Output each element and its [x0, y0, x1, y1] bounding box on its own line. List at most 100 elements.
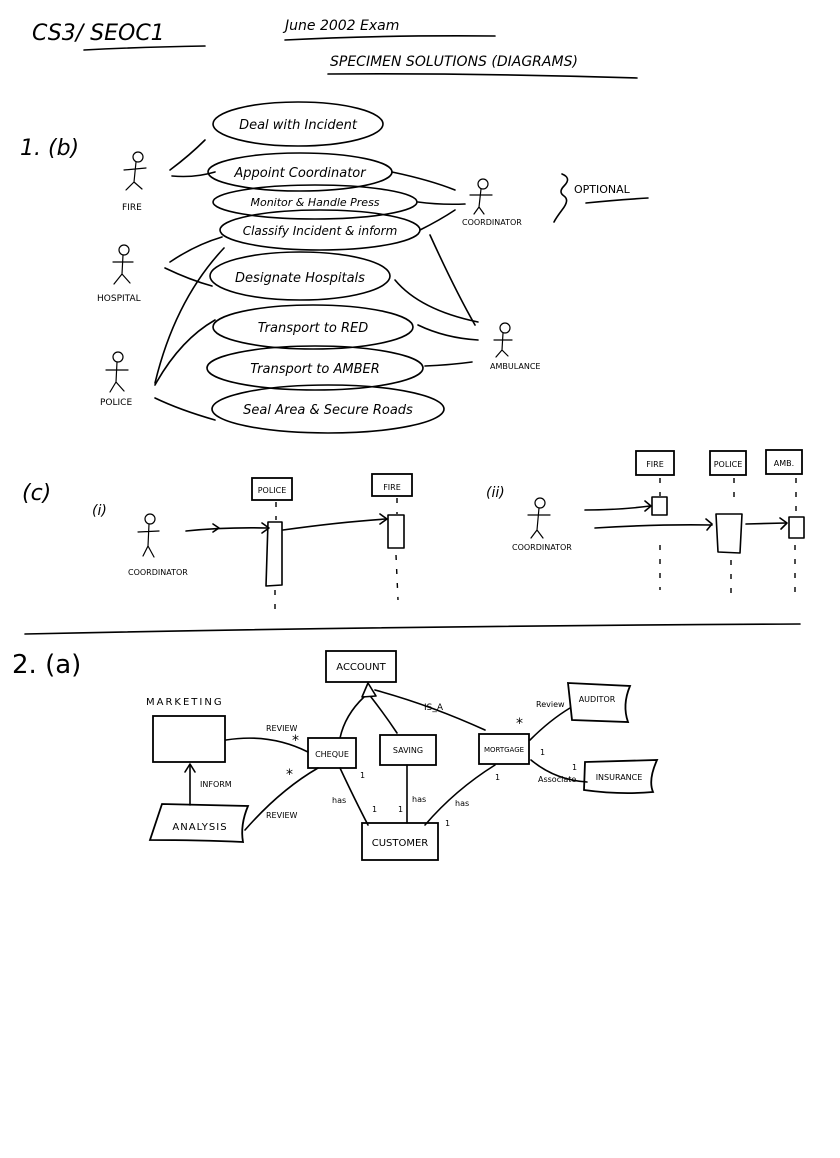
- subtitle-underline: [327, 73, 638, 79]
- use-case-deal-with-incident: Deal with Incident: [212, 101, 384, 147]
- svg-text:Associate: Associate: [538, 775, 576, 784]
- actor-coordinator-i: COORDINATOR: [128, 513, 188, 577]
- sequence-part-i: (i) COORDINATOR POLICE FIRE: [92, 473, 413, 610]
- svg-text:COORDINATOR: COORDINATOR: [512, 543, 572, 552]
- inheritance-triangle: [361, 682, 377, 698]
- object-ambulance-ii: AMB.: [765, 449, 805, 598]
- actor-coordinator-ii: COORDINATOR: [512, 497, 572, 552]
- class-diagram: 2. (a) ACCOUNT IS_A MARKETING CHEQUE SAV…: [12, 650, 659, 861]
- svg-text:(ii): (ii): [486, 485, 505, 501]
- assoc-marketing-cheque: [225, 737, 309, 753]
- svg-text:*: *: [516, 716, 523, 732]
- course-underline: [83, 45, 206, 51]
- question-1b-label: 1. (b): [20, 136, 79, 161]
- actor-hospital: HOSPITAL: [97, 244, 141, 304]
- svg-text:ANALYSIS: ANALYSIS: [172, 822, 227, 833]
- question-1c-label: (c): [22, 481, 51, 506]
- optional-note: OPTIONAL: [553, 173, 649, 223]
- use-case-monitor-press: Monitor & Handle Press: [212, 184, 418, 220]
- inherit-cheque: [339, 696, 365, 739]
- class-auditor: AUDITOR: [566, 682, 632, 723]
- svg-text:Deal with Incident: Deal with Incident: [239, 118, 358, 133]
- exam-underline: [284, 35, 496, 41]
- svg-text:SAVING: SAVING: [393, 746, 423, 755]
- use-case-classify-incident: Classify Incident & inform: [219, 209, 421, 251]
- class-insurance: INSURANCE: [583, 759, 659, 795]
- inherit-saving: [370, 696, 398, 734]
- svg-text:has: has: [412, 795, 426, 804]
- class-analysis: ANALYSIS: [148, 803, 250, 843]
- svg-text:POLICE: POLICE: [714, 460, 743, 469]
- section-divider: [24, 623, 801, 635]
- sequence-diagrams: (c) (i) COORDINATOR POLICE FIRE: [22, 449, 805, 610]
- svg-text:*: *: [286, 767, 293, 783]
- svg-text:1: 1: [572, 763, 577, 772]
- message-police-to-fire-i: [282, 513, 388, 531]
- is-a-label: IS_A: [424, 703, 444, 713]
- message-coordinator-to-fire-ii: [584, 500, 652, 512]
- svg-text:1: 1: [360, 771, 365, 780]
- svg-text:COORDINATOR: COORDINATOR: [462, 218, 522, 227]
- use-case-diagram: 1. (b) Deal with Incident Appoint Coordi…: [20, 101, 649, 434]
- solutions-subtitle: SPECIMEN SOLUTIONS (DIAGRAMS): [330, 54, 578, 70]
- actor-ambulance: AMBULANCE: [490, 322, 540, 371]
- class-mortgage: MORTGAGE: [478, 733, 530, 765]
- svg-text:REVIEW: REVIEW: [266, 811, 298, 820]
- svg-text:MORTGAGE: MORTGAGE: [484, 746, 524, 754]
- svg-text:HOSPITAL: HOSPITAL: [97, 294, 141, 304]
- svg-text:POLICE: POLICE: [258, 486, 287, 495]
- svg-text:POLICE: POLICE: [100, 398, 132, 408]
- class-account: ACCOUNT: [325, 650, 397, 683]
- message-police-to-ambulance-ii: [745, 517, 788, 530]
- svg-text:FIRE: FIRE: [646, 460, 664, 469]
- class-associations: REVIEW * INFORM * REVIEW has 1 1 has 1 h…: [184, 700, 588, 831]
- assoc-analysis-cheque: [244, 767, 319, 831]
- svg-text:FIRE: FIRE: [122, 203, 142, 213]
- class-customer: CUSTOMER: [361, 822, 439, 861]
- svg-text:CHEQUE: CHEQUE: [315, 750, 349, 759]
- svg-text:*: *: [292, 733, 299, 749]
- svg-text:AMBULANCE: AMBULANCE: [490, 362, 540, 371]
- use-case-seal-area: Seal Area & Secure Roads: [211, 384, 445, 434]
- svg-text:1: 1: [540, 748, 545, 757]
- class-saving: SAVING: [379, 734, 437, 766]
- svg-text:Classify Incident & inform: Classify Incident & inform: [243, 224, 398, 238]
- class-cheque: CHEQUE: [307, 737, 357, 769]
- svg-text:Appoint Coordinator: Appoint Coordinator: [233, 166, 367, 181]
- inherit-mortgage: [374, 689, 486, 731]
- svg-text:COORDINATOR: COORDINATOR: [128, 568, 188, 577]
- actor-police: POLICE: [100, 351, 132, 408]
- svg-text:Seal Area & Secure Roads: Seal Area & Secure Roads: [243, 403, 413, 418]
- marketing-title: MARKETING: [146, 697, 224, 708]
- sequence-part-ii: (ii) COORDINATOR FIRE POLICE: [486, 449, 805, 600]
- use-case-transport-amber: Transport to AMBER: [206, 345, 424, 391]
- svg-text:Transport to RED: Transport to RED: [258, 321, 368, 336]
- svg-text:has: has: [455, 799, 469, 808]
- svg-text:Review: Review: [536, 700, 565, 709]
- assoc-mortgage-customer: [424, 764, 496, 826]
- svg-text:1: 1: [372, 805, 377, 814]
- svg-text:Transport to AMBER: Transport to AMBER: [250, 362, 380, 377]
- svg-text:AMB.: AMB.: [774, 459, 794, 468]
- assoc-mortgage-auditor: [529, 707, 571, 741]
- class-marketing: [152, 715, 226, 763]
- svg-text:ACCOUNT: ACCOUNT: [336, 662, 386, 673]
- use-case-transport-red: Transport to RED: [212, 304, 414, 350]
- svg-text:REVIEW: REVIEW: [266, 724, 298, 733]
- assoc-mortgage-insurance: [530, 759, 588, 783]
- message-coordinator-to-police-i: [185, 522, 270, 534]
- object-police-i: POLICE: [251, 477, 293, 610]
- svg-text:has: has: [332, 796, 346, 805]
- svg-text:FIRE: FIRE: [383, 483, 401, 492]
- question-2a-label: 2. (a): [12, 650, 81, 680]
- use-case-associations: [154, 139, 479, 421]
- svg-text:Designate Hospitals: Designate Hospitals: [235, 271, 365, 286]
- message-coordinator-to-police-ii: [594, 518, 713, 531]
- course-code: CS3/ SEOC1: [32, 21, 165, 46]
- svg-text:Monitor & Handle Press: Monitor & Handle Press: [250, 196, 379, 209]
- svg-text:1: 1: [398, 805, 403, 814]
- use-case-designate-hospitals: Designate Hospitals: [209, 251, 391, 301]
- svg-text:INSURANCE: INSURANCE: [596, 773, 643, 782]
- exam-title: June 2002 Exam: [282, 18, 399, 34]
